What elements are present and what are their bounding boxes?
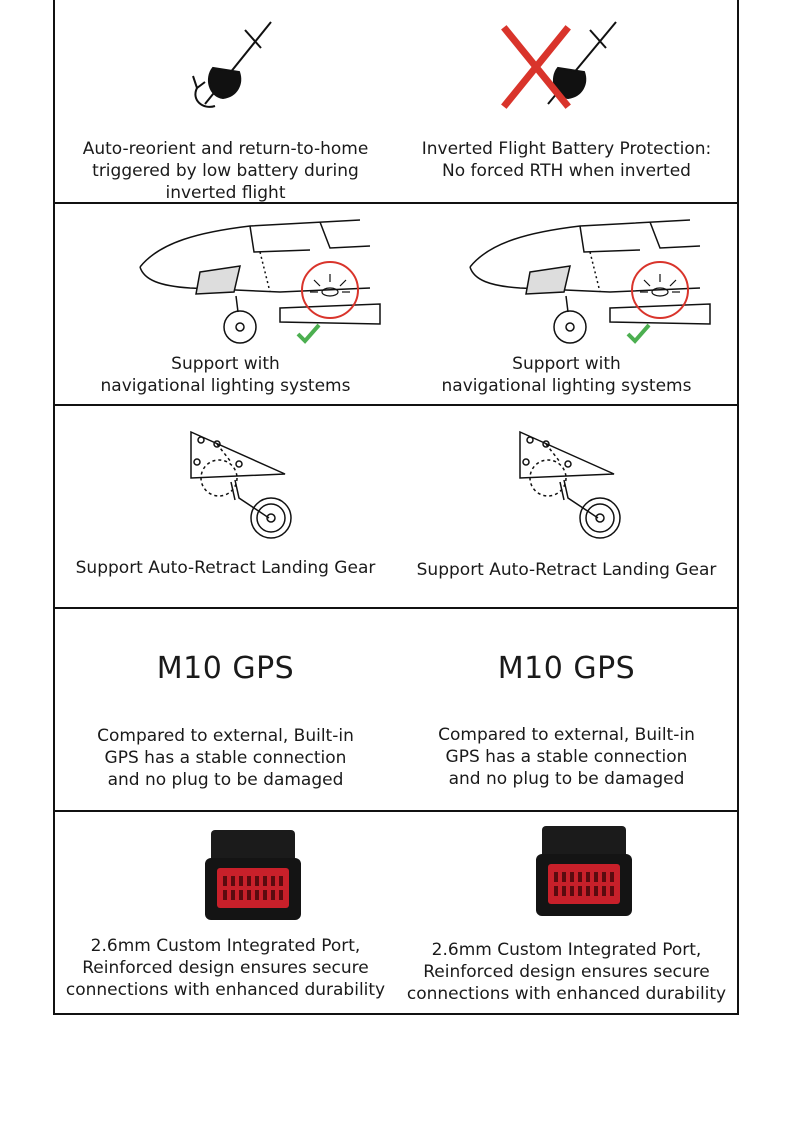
cell-port-right: 2.6mm Custom Integrated Port, Reinforced…: [396, 812, 737, 1015]
integrated-port-icon: [205, 830, 301, 920]
cell-nav-lighting-left: Support with navigational lighting syste…: [55, 204, 396, 404]
cell-gps-left: M10 GPS Compared to external, Built-in G…: [55, 609, 396, 810]
gps-title-left: M10 GPS: [156, 651, 295, 686]
cell-landing-gear-right: Support Auto-Retract Landing Gear: [396, 406, 737, 607]
caption-gps-right: Compared to external, Built-in GPS has a…: [438, 725, 695, 789]
cell-landing-gear-left: Support Auto-Retract Landing Gear: [55, 406, 396, 607]
caption-inverted-rth: Auto-reorient and return-to-home trigger…: [82, 139, 369, 203]
cell-port-left: 2.6mm Custom Integrated Port, Reinforced…: [55, 812, 396, 1015]
gps-title-right: M10 GPS: [497, 651, 636, 686]
caption-port-right: 2.6mm Custom Integrated Port, Reinforced…: [406, 940, 727, 1004]
cell-inverted-rth: Auto-reorient and return-to-home trigger…: [55, 0, 396, 203]
row-nav-lighting: Support with navigational lighting syste…: [55, 204, 737, 406]
cell-gps-right: M10 GPS Compared to external, Built-in G…: [396, 609, 737, 810]
caption-inverted-protection: Inverted Flight Battery Protection: No f…: [421, 139, 712, 181]
landing-gear-icon: [519, 430, 621, 539]
caption-port-left: 2.6mm Custom Integrated Port, Reinforced…: [65, 936, 386, 1000]
row-inverted-flight: Auto-reorient and return-to-home trigger…: [55, 0, 737, 204]
nav-light-helicopter-icon: [469, 219, 711, 344]
row-landing-gear: Support Auto-Retract Landing Gear Suppor…: [55, 406, 737, 609]
caption-landing-gear-left: Support Auto-Retract Landing Gear: [75, 558, 376, 578]
nav-light-helicopter-icon: [139, 219, 381, 344]
caption-landing-gear-right: Support Auto-Retract Landing Gear: [416, 560, 717, 580]
inverted-helicopter-icon: [192, 21, 272, 108]
caption-nav-lighting-right: Support with navigational lighting syste…: [441, 354, 692, 396]
landing-gear-icon: [190, 430, 292, 539]
cell-inverted-protection: Inverted Flight Battery Protection: No f…: [396, 0, 737, 202]
feature-comparison-grid: Auto-reorient and return-to-home trigger…: [53, 0, 739, 1015]
caption-nav-lighting-left: Support with navigational lighting syste…: [100, 354, 351, 396]
cell-nav-lighting-right: Support with navigational lighting syste…: [396, 204, 737, 404]
integrated-port-icon: [536, 826, 632, 916]
row-gps: M10 GPS Compared to external, Built-in G…: [55, 609, 737, 812]
row-integrated-port: 2.6mm Custom Integrated Port, Reinforced…: [55, 812, 737, 1015]
inverted-helicopter-crossed-icon: [501, 21, 617, 109]
caption-gps-left: Compared to external, Built-in GPS has a…: [97, 726, 354, 790]
